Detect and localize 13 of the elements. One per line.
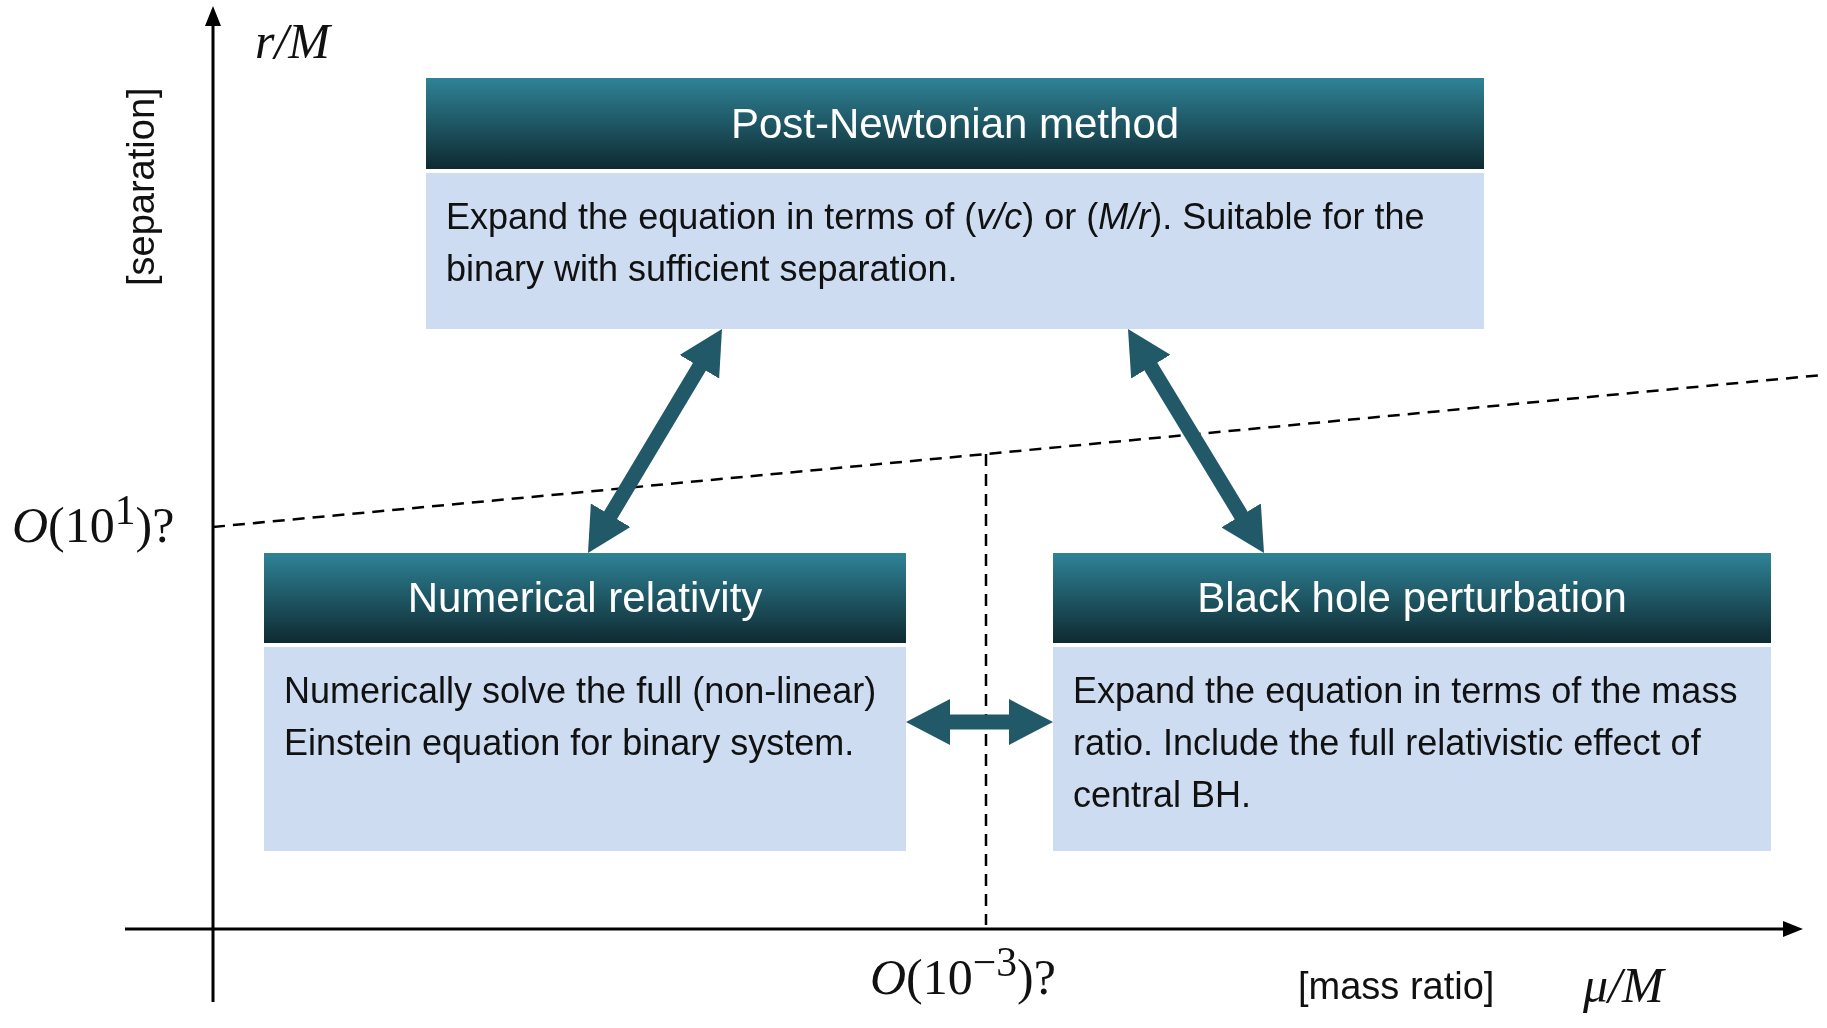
box-text: Numerically solve the full (non-linear) Einstein equation for binary system.	[264, 647, 906, 851]
tick-label: O(10$^{−3}$)?	[870, 950, 1056, 1005]
box-heading: Black hole perturbation	[1053, 553, 1771, 643]
box-text: Expand the equation in terms of (v/c) or (M/r). Suitable for the binary with sufficient separation.	[426, 173, 1484, 329]
box-text: Expand the equation in terms of the mass ratio. Include the full relativistic effect of central BH.	[1053, 647, 1771, 851]
tick-label: O(10$^{1}$)?	[12, 498, 175, 553]
double-arrow	[906, 699, 1053, 745]
axis-label: [mass ratio]	[1298, 965, 1495, 1008]
axis-label: μ/M	[1583, 958, 1664, 1013]
axis-label: r/M	[255, 14, 330, 69]
axis-label: [separation]	[120, 87, 163, 286]
box-heading: Numerical relativity	[264, 553, 906, 643]
box-heading: Post-Newtonian method	[426, 78, 1484, 169]
